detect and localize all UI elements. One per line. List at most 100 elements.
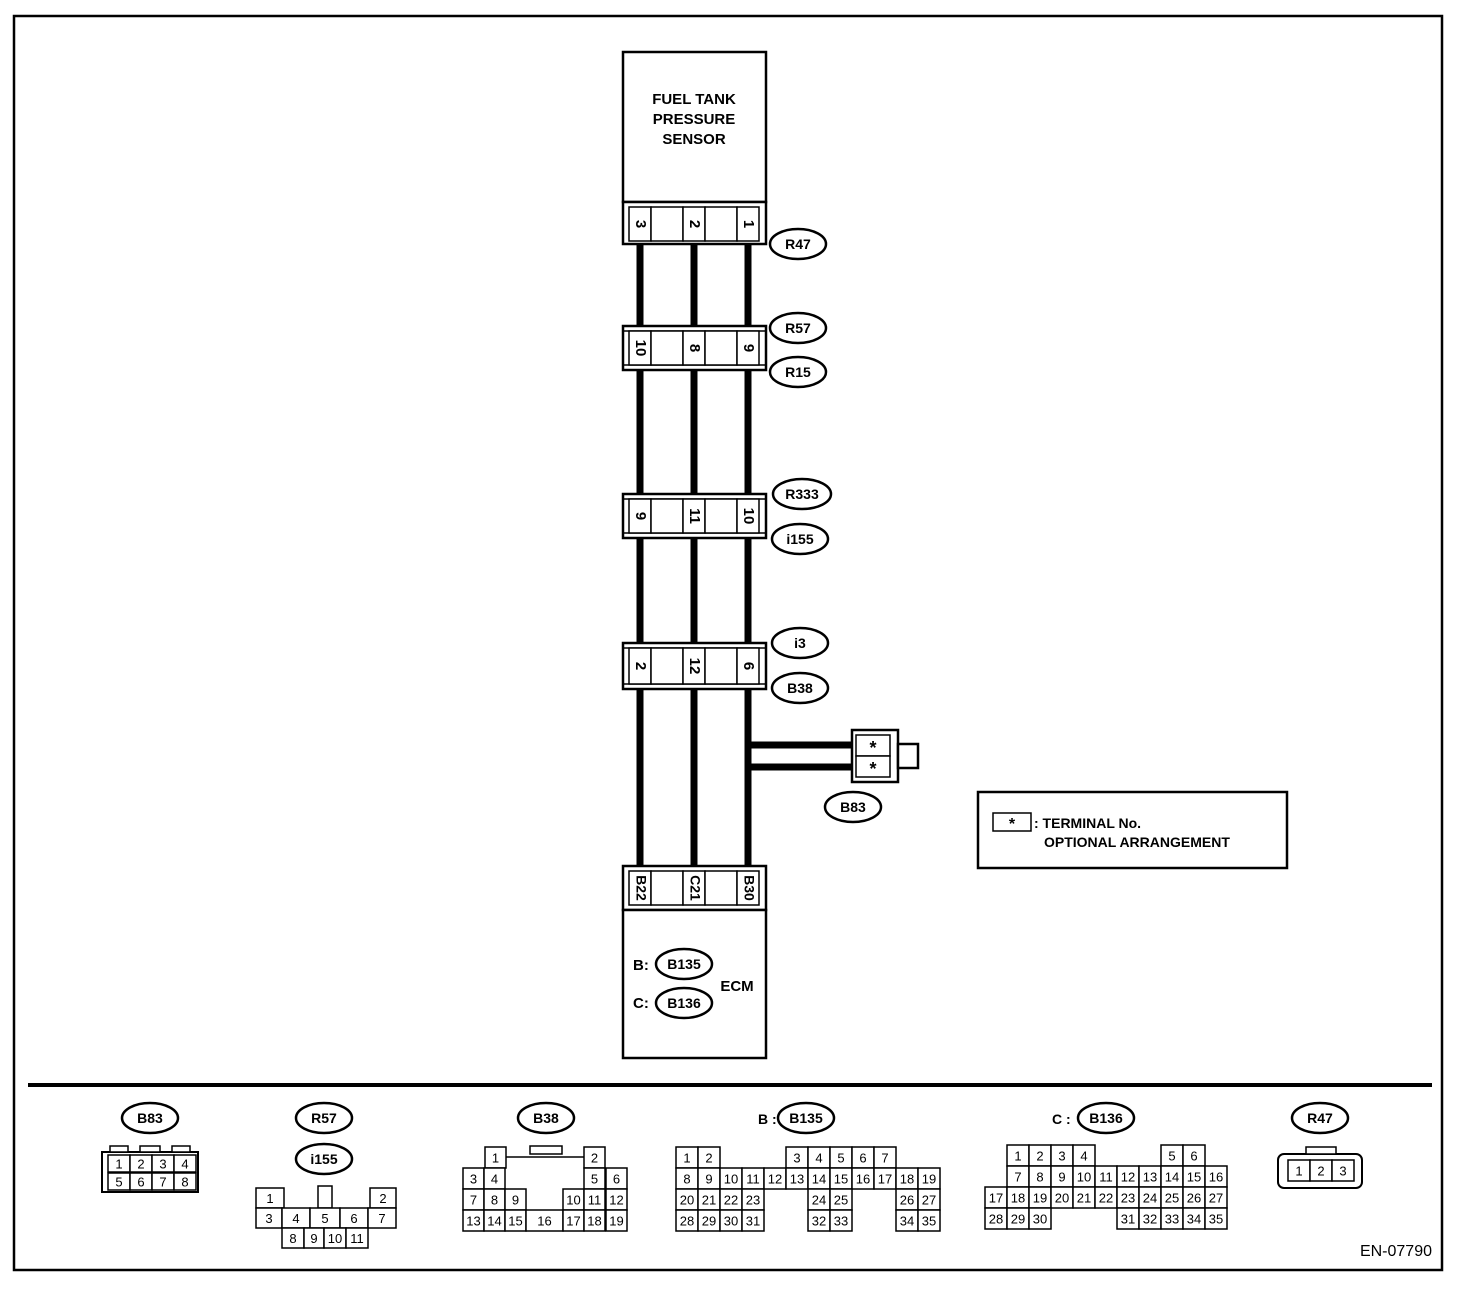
face-b38-pin-7: 7 [470, 1193, 477, 1208]
ecm-b-prefix: B: [633, 957, 649, 974]
badge-b38: B38 [770, 671, 830, 705]
face-b136-pin-17: 17 [989, 1191, 1003, 1206]
face-b135-pin-1: 1 [683, 1151, 690, 1166]
face-b135-pin-33-cell [829, 1209, 853, 1232]
badge-r15: R15 [768, 355, 828, 389]
face-r57-pin-1: 1 [266, 1191, 273, 1206]
face-b136-pin-10: 10 [1077, 1170, 1091, 1185]
face-b136-pin-14: 14 [1165, 1170, 1179, 1185]
face-r57-pin-11: 11 [350, 1231, 364, 1246]
connector-ecm-strip: B22 C21 B30 [621, 864, 768, 912]
i3-pin-6: 6 [740, 662, 757, 670]
svg-text:R333: R333 [785, 486, 819, 502]
face-b135-pin-24: 24 [812, 1193, 826, 1208]
face-b83-label-oval [120, 1101, 180, 1135]
face-b83-pin-7: 7 [159, 1175, 166, 1190]
face-r47-pin-3: 3 [1339, 1164, 1346, 1179]
face-b135-pin-9: 9 [705, 1172, 712, 1187]
face-r57-pin-8: 8 [289, 1231, 296, 1246]
face-b135-pin-27: 27 [922, 1193, 936, 1208]
r57-pin-9: 9 [740, 344, 757, 352]
face-b136-pin-29: 29 [1011, 1212, 1025, 1227]
face-b136-pin-24: 24 [1143, 1191, 1157, 1206]
r47-pin-2: 2 [686, 220, 703, 228]
face-b135-pin-32: 32 [812, 1214, 826, 1229]
legend-box: * : TERMINAL No. OPTIONAL ARRANGEMENT [976, 790, 1289, 870]
ecm-module: B: B135 C: B136 ECM [621, 908, 768, 1060]
face-b38-pin-2: 2 [591, 1151, 598, 1166]
face-b136-label-text: B136 [1089, 1110, 1123, 1126]
face-b135-pin-31-cell [741, 1209, 765, 1232]
face-b136-pin-18: 18 [1011, 1191, 1025, 1206]
face-b135-pin-5: 5 [837, 1151, 844, 1166]
face-r57-pin-9: 9 [310, 1231, 317, 1246]
svg-text:B83: B83 [840, 799, 866, 815]
face-b136-pin-33: 33 [1165, 1212, 1179, 1227]
face-i155-label-oval [294, 1142, 354, 1176]
face-r57-pin-2: 2 [379, 1191, 386, 1206]
face-b135-pin-33: 33 [834, 1214, 848, 1229]
svg-text:R57: R57 [785, 320, 811, 336]
face-i155-label-text: i155 [310, 1151, 337, 1167]
face-b136-pin-27: 27 [1209, 1191, 1223, 1206]
face-b136-pin-25: 25 [1165, 1191, 1179, 1206]
face-b136-pin-11: 11 [1099, 1170, 1113, 1185]
b83-pin-top: * [869, 738, 876, 758]
badge-r333: R333 [771, 477, 833, 511]
face-r57-label-text: R57 [311, 1110, 337, 1126]
face-b135-pin-14: 14 [812, 1172, 826, 1187]
ecm-pin-c21: C21 [687, 875, 703, 901]
face-b136-pin-12: 12 [1121, 1170, 1135, 1185]
face-b135-pin-12: 12 [768, 1172, 782, 1187]
face-b136-pin-30: 30 [1033, 1212, 1047, 1227]
face-b135-pin-31: 31 [746, 1214, 760, 1229]
face-b136-pin-19: 19 [1033, 1191, 1047, 1206]
face-b38-label-text: B38 [533, 1110, 559, 1126]
face-r57-pin-3: 3 [265, 1211, 272, 1226]
face-b136-pin-5: 5 [1168, 1149, 1175, 1164]
svg-text:R47: R47 [785, 236, 811, 252]
face-b136-pin-23: 23 [1121, 1191, 1135, 1206]
face-b135-label-oval [776, 1101, 836, 1135]
diagram-id: EN-07790 [1360, 1243, 1432, 1260]
face-b38-pin-18: 18 [587, 1214, 601, 1229]
r333-pin-10: 10 [740, 508, 757, 525]
face-b38-pin-14: 14 [487, 1214, 501, 1229]
face-b38-pin-1: 1 [492, 1151, 499, 1166]
face-b135-pin-35-cell [917, 1209, 941, 1232]
face-b83-label-text: B83 [137, 1110, 163, 1126]
face-b83-pin-4: 4 [181, 1157, 188, 1172]
face-r47-pin-1: 1 [1295, 1164, 1302, 1179]
face-b135-pin-10: 10 [724, 1172, 738, 1187]
face-b38-pin-5: 5 [591, 1172, 598, 1187]
face-r47-label-oval [1290, 1101, 1350, 1135]
face-b38-label-oval [516, 1101, 576, 1135]
sensor-line-2: PRESSURE [653, 111, 736, 128]
face-b135-pin-34: 34 [900, 1214, 914, 1229]
face-b38-pin-4: 4 [491, 1172, 498, 1187]
badge-b83: B83 [823, 790, 883, 824]
face-r57-label-oval [294, 1101, 354, 1135]
sensor-line-3: SENSOR [662, 131, 726, 148]
face-b135-pin-7: 7 [881, 1151, 888, 1166]
face-b83-pin-5: 5 [115, 1175, 122, 1190]
face-b136-pin-35-cell [1204, 1207, 1228, 1230]
face-b136-pin-28: 28 [989, 1212, 1003, 1227]
face-r57-pin-10: 10 [328, 1231, 342, 1246]
r333-pin-9: 9 [632, 512, 649, 520]
face-b135-pin-22: 22 [724, 1193, 738, 1208]
face-b135-pin-20: 20 [680, 1193, 694, 1208]
face-b83-pin-8: 8 [181, 1175, 188, 1190]
face-b38-pin-9: 9 [512, 1193, 519, 1208]
badge-r57: R57 [768, 311, 828, 345]
face-b83-pin-1: 1 [115, 1157, 122, 1172]
ecm-c-connector: B136 [667, 995, 701, 1011]
face-b135-pin-11: 11 [746, 1172, 760, 1187]
